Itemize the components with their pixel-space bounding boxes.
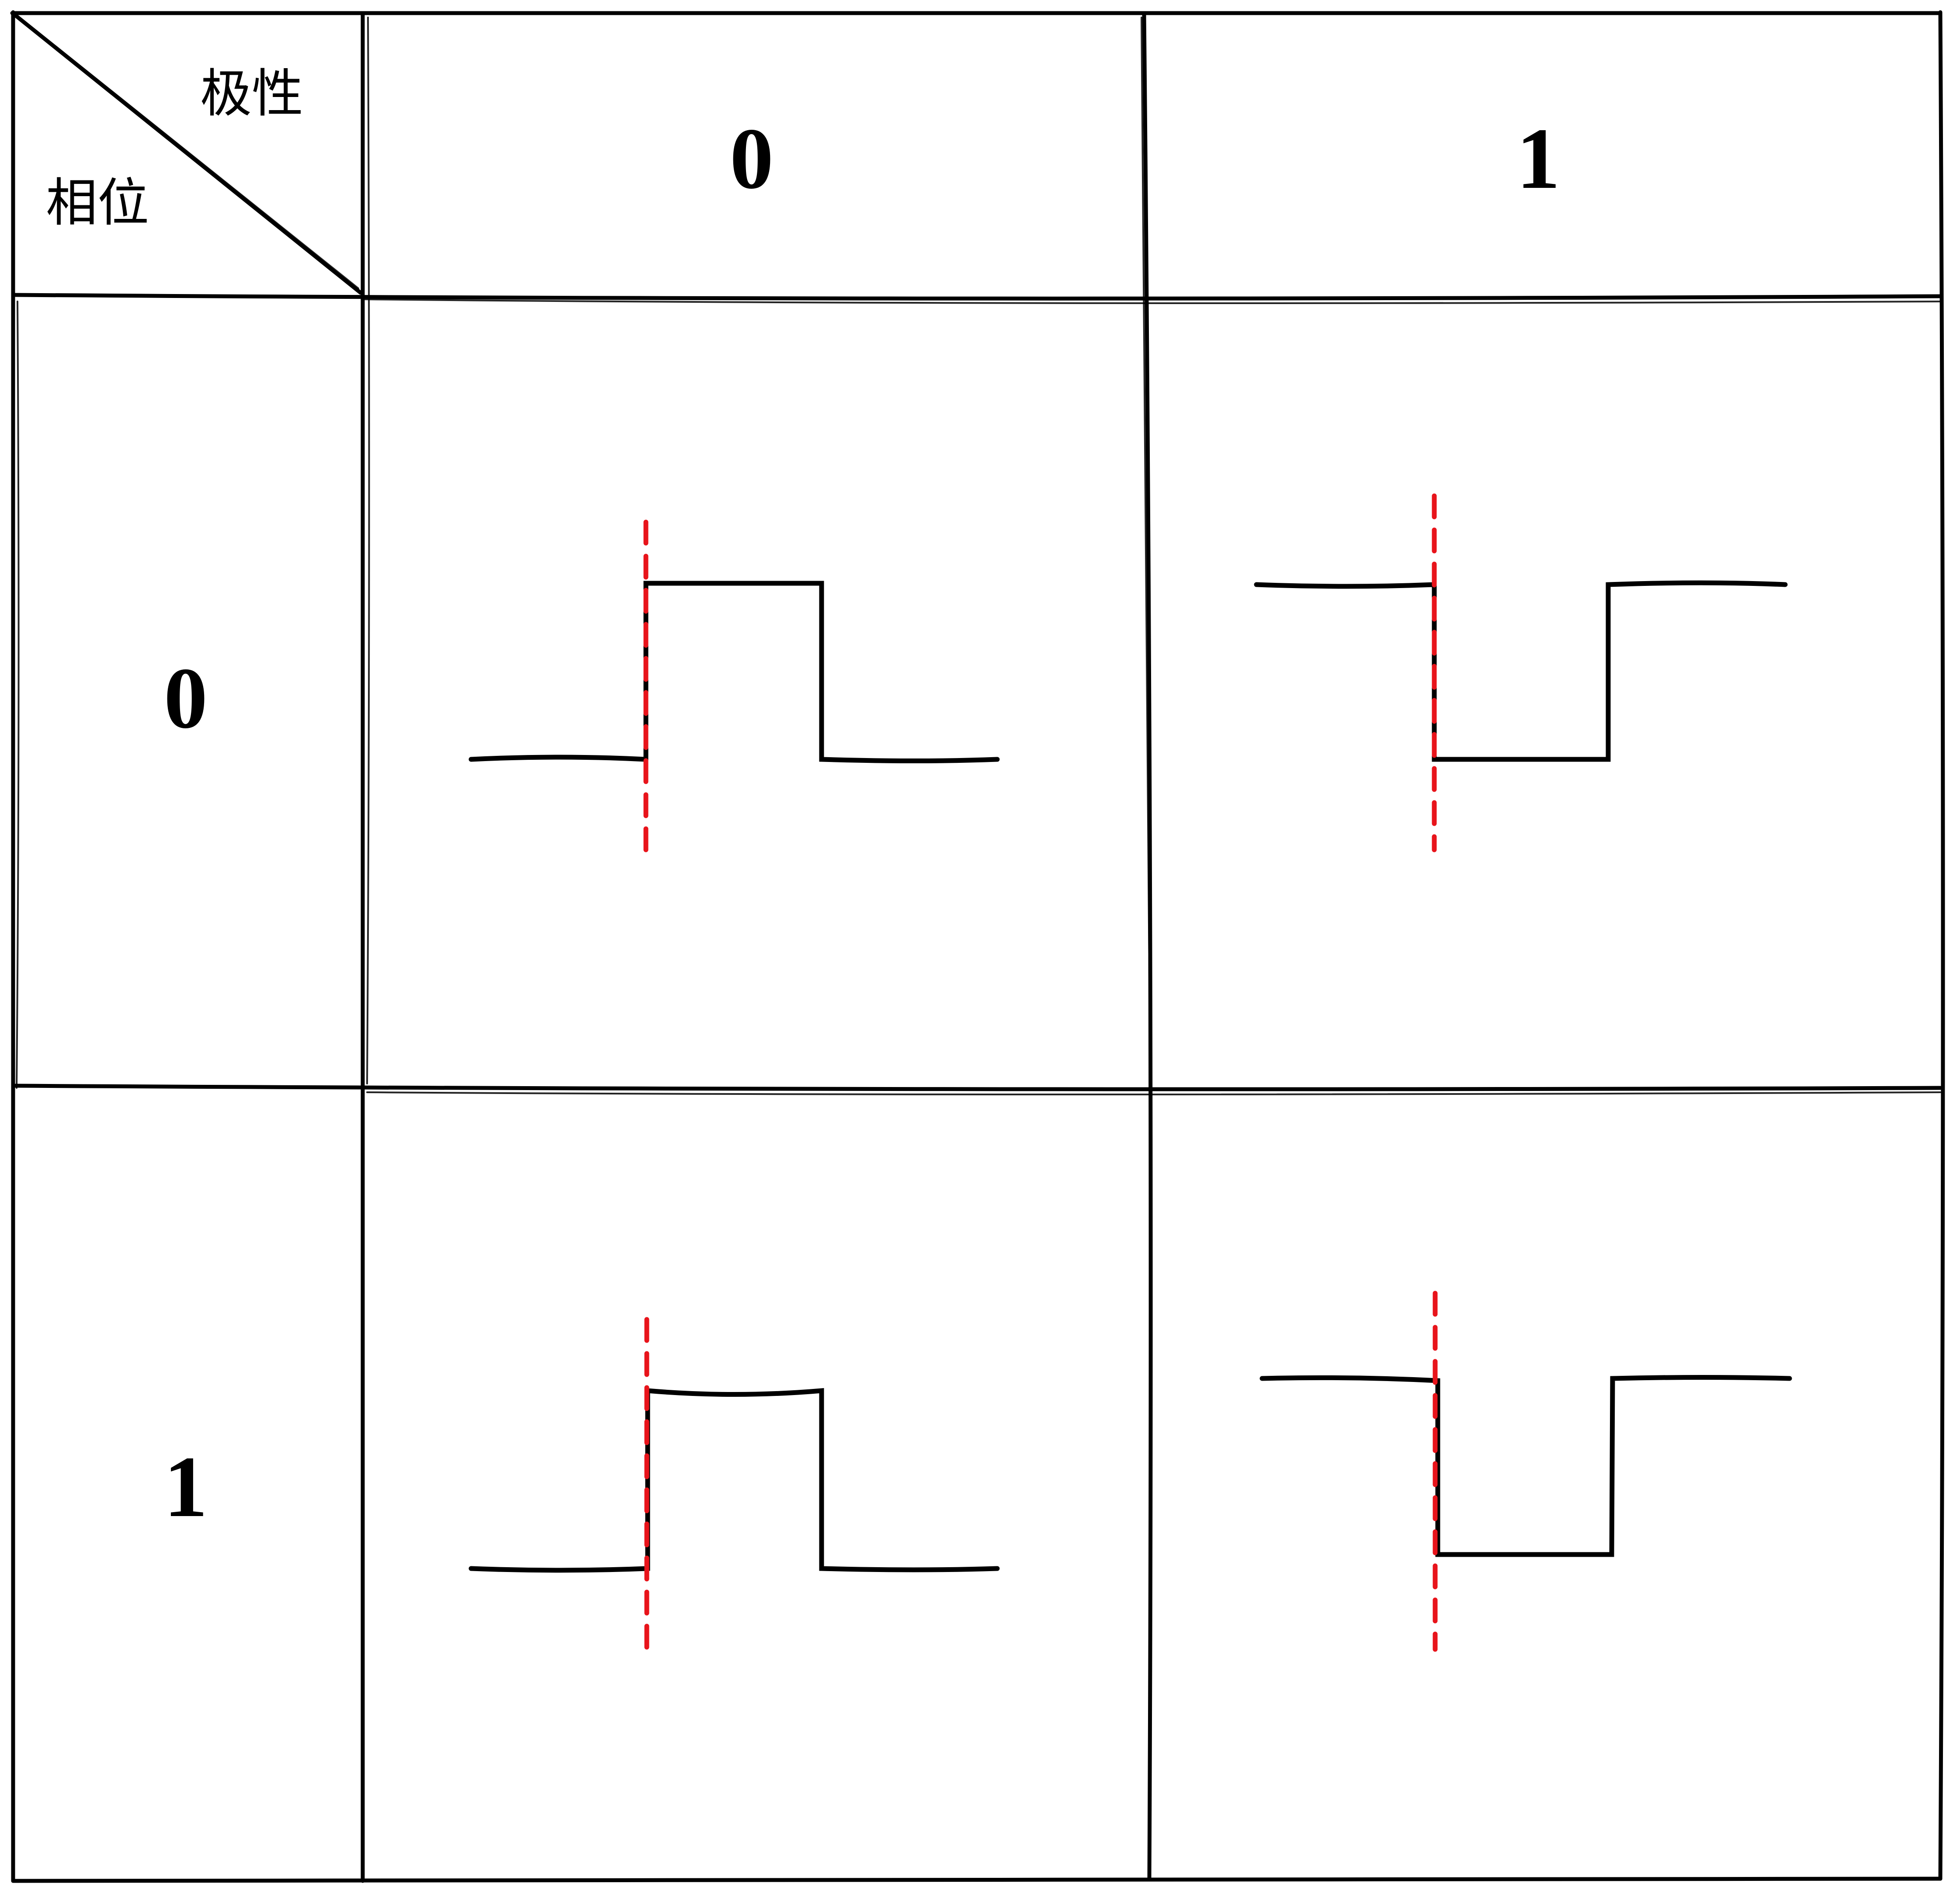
table-border-top <box>10 9 1943 15</box>
divider-header-echo <box>362 298 1941 304</box>
divider-label-column <box>361 11 367 1883</box>
waveform-low-pulse <box>1259 1375 1792 1557</box>
cell-phase0-polarity1 <box>1254 493 1788 852</box>
waveform-high-pulse <box>468 581 1000 763</box>
corner-diagonal-echo <box>19 17 359 289</box>
corner-diagonal <box>13 13 363 295</box>
row-header-phase-0: 0 <box>164 650 208 747</box>
row-header-phase-1: 1 <box>164 1439 208 1535</box>
divider-polarity-column <box>1142 11 1153 1881</box>
cell-phase1-polarity1 <box>1259 1291 1792 1652</box>
waveform-high-pulse <box>468 1388 1000 1573</box>
polarity-axis-label: 极性 <box>200 63 303 124</box>
divider-header <box>11 293 1943 301</box>
column-header-polarity-0: 0 <box>730 111 774 207</box>
table-grid <box>9 9 1945 1883</box>
column-header-polarity-1: 1 <box>1516 111 1560 207</box>
divider-row-echo <box>366 1091 1941 1095</box>
table-border-left <box>9 10 15 1883</box>
table-border-bottom <box>11 1877 1943 1883</box>
table-border-left-echo <box>16 301 20 1089</box>
cell-phase0-polarity0 <box>468 519 1000 861</box>
phase-axis-label: 相位 <box>46 173 149 233</box>
table-border-right <box>1938 10 1945 1881</box>
divider-label-column-echo <box>366 17 370 1084</box>
waveform-low-pulse <box>1254 580 1788 762</box>
divider-row <box>11 1084 1943 1091</box>
cell-phase1-polarity0 <box>468 1317 1000 1663</box>
